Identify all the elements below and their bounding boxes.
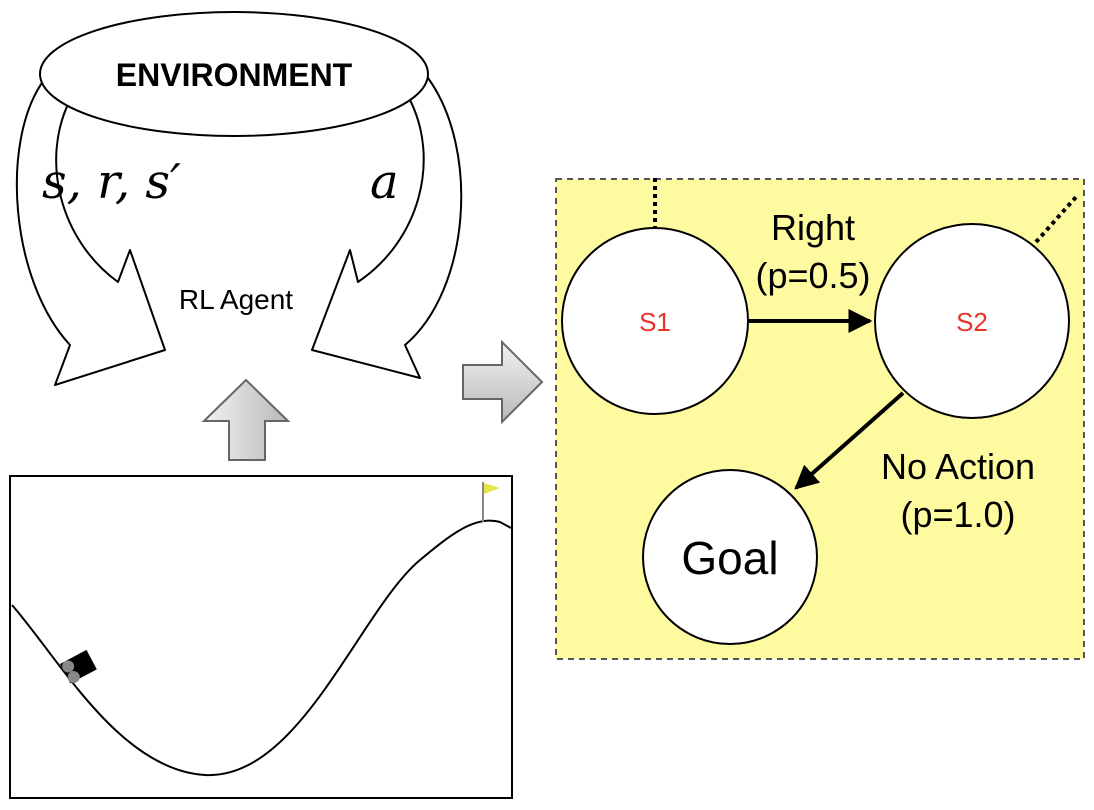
s2-outgoing-stub — [1034, 195, 1078, 244]
mountain-curve — [11, 519, 512, 777]
state-s2-node — [874, 223, 1070, 419]
goal-label: Goal — [681, 532, 778, 584]
goal-node — [642, 469, 818, 645]
action-label: a — [370, 154, 399, 210]
state-s1-label: S1 — [639, 307, 671, 337]
transition-right-prob: (p=0.5) — [755, 255, 870, 296]
transition-right-action: Right — [771, 207, 855, 248]
up-block-arrow — [201, 378, 291, 461]
environment-label: ENVIRONMENT — [116, 57, 353, 93]
transition-s2-goal-arrow — [794, 391, 905, 490]
flag-icon — [484, 483, 500, 494]
environment-ellipse — [39, 11, 429, 137]
observation-curved-arrow — [15, 79, 166, 386]
mdp-panel: S1 S2 Goal Right (p=0.5) No Action (p=1.… — [555, 178, 1085, 660]
mountain-car-panel — [9, 475, 513, 799]
transition-noaction-prob: (p=1.0) — [900, 494, 1015, 535]
transition-noaction-action: No Action — [881, 446, 1035, 487]
state-s2-label: S2 — [956, 307, 988, 337]
agent-label: RL Agent — [179, 284, 293, 315]
action-curved-arrow — [311, 77, 463, 379]
state-s1-node — [561, 227, 749, 415]
observation-label: s, r, s′ — [42, 154, 181, 210]
right-block-arrow — [462, 339, 544, 425]
car-icon — [60, 649, 97, 684]
